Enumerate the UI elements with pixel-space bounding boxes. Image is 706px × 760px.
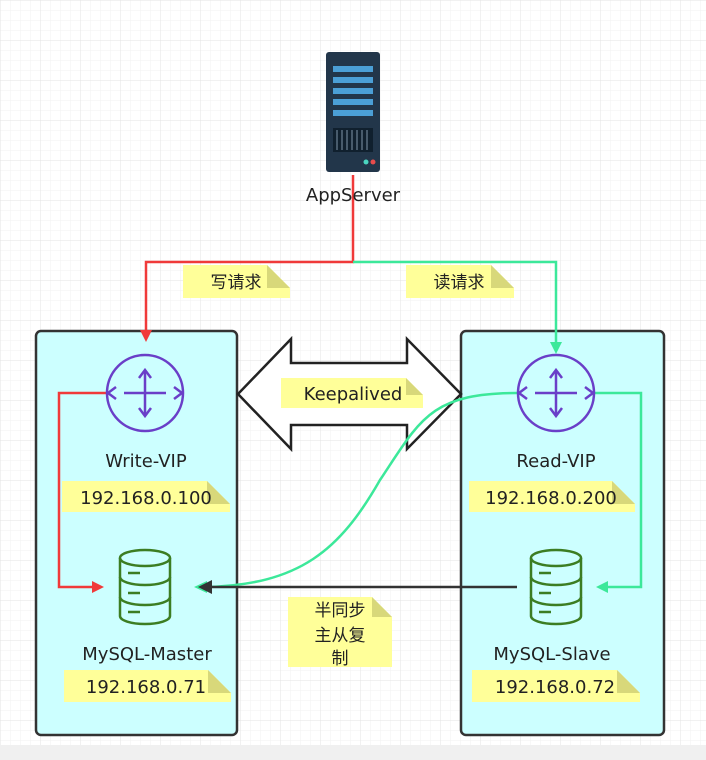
read-vip-ip-note[interactable]: 192.168.0.200	[469, 481, 635, 512]
replication-note-line-1: 半同步	[315, 601, 366, 621]
mysql-master-ip: 192.168.0.71	[86, 677, 206, 698]
write-vip-ip-note[interactable]: 192.168.0.100	[62, 481, 230, 512]
server-icon[interactable]	[326, 52, 380, 172]
keepalived-note-text: Keepalived	[304, 384, 403, 405]
database-icon[interactable]	[118, 548, 172, 626]
router-icon[interactable]	[516, 353, 596, 433]
read-vip-to-slave-edge[interactable]	[595, 391, 643, 593]
mysql-slave-ip: 192.168.0.72	[495, 677, 615, 698]
replication-note-line-3: 制	[332, 649, 349, 669]
write-vip-ip: 192.168.0.100	[80, 488, 212, 509]
replication-note-line-2: 主从复	[315, 626, 366, 646]
read-request-note-text: 读请求	[434, 273, 485, 293]
keepalived-note[interactable]: Keepalived	[281, 378, 423, 408]
mysql-master-label: MySQL-Master	[82, 644, 212, 665]
read-request-edge[interactable]	[353, 260, 562, 354]
database-icon[interactable]	[529, 548, 583, 626]
bottom-strip	[0, 745, 706, 760]
replication-note[interactable]: 半同步 主从复 制	[288, 597, 392, 669]
read-container[interactable]	[459, 329, 666, 737]
write-request-note-text: 写请求	[211, 273, 262, 293]
read-vip-label: Read-VIP	[516, 451, 595, 472]
read-request-note[interactable]: 读请求	[406, 265, 514, 298]
mysql-master-ip-note[interactable]: 192.168.0.71	[64, 670, 231, 702]
write-request-note[interactable]: 写请求	[183, 265, 290, 298]
write-request-edge[interactable]	[140, 175, 355, 342]
app-server-label: AppServer	[306, 185, 401, 206]
router-icon[interactable]	[105, 353, 185, 433]
write-vip-label: Write-VIP	[105, 451, 187, 472]
read-vip-ip: 192.168.0.200	[485, 488, 617, 509]
mysql-slave-label: MySQL-Slave	[493, 644, 610, 665]
write-vip-to-master-edge[interactable]	[57, 391, 106, 593]
mysql-slave-ip-note[interactable]: 192.168.0.72	[472, 670, 640, 702]
replication-edge[interactable]	[198, 580, 517, 594]
write-container[interactable]	[34, 329, 239, 737]
